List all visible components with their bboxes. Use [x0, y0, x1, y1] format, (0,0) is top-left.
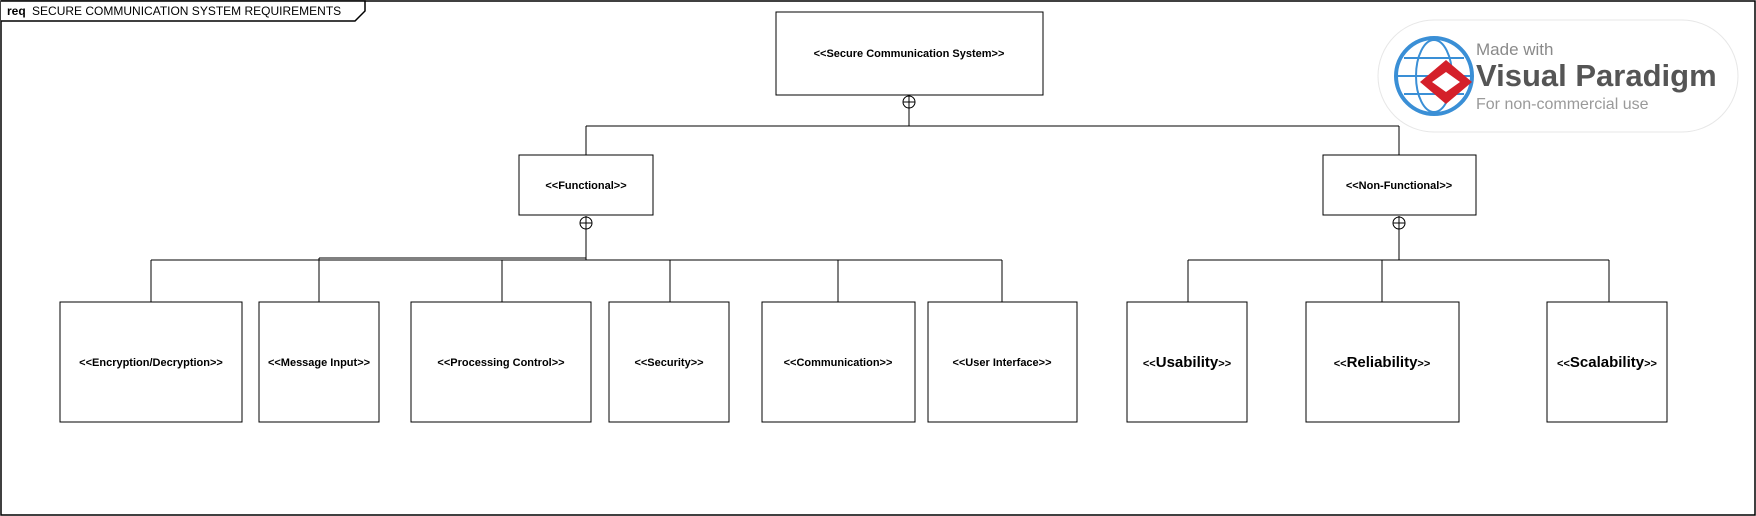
requirement-user-interface-label: <<User Interface>>	[952, 357, 1051, 369]
frame-title: req SECURE COMMUNICATION SYSTEM REQUIREM…	[7, 4, 341, 18]
requirement-usability-label: <<Usability>>	[1143, 354, 1231, 371]
requirement-message-input[interactable]: <<Message Input>>	[258, 301, 380, 423]
requirement-security-label: <<Security>>	[634, 357, 703, 369]
containment-icon	[902, 95, 916, 109]
requirement-message-input-label: <<Message Input>>	[268, 357, 370, 369]
containment-icon	[1392, 216, 1406, 230]
requirement-processing-control[interactable]: <<Processing Control>>	[410, 301, 592, 423]
requirement-communication[interactable]: <<Communication>>	[761, 301, 916, 423]
requirement-encryption-label: <<Encryption/Decryption>>	[79, 357, 223, 369]
requirement-communication-label: <<Communication>>	[784, 357, 893, 369]
requirement-processing-control-label: <<Processing Control>>	[437, 357, 564, 369]
requirement-usability[interactable]: <<Usability>>	[1126, 301, 1248, 423]
containment-icon	[579, 216, 593, 230]
requirement-reliability[interactable]: <<Reliability>>	[1305, 301, 1460, 423]
visual-paradigm-logo-icon	[1394, 36, 1474, 116]
watermark-line1: Made with	[1476, 40, 1553, 59]
requirement-non-functional[interactable]: <<Non-Functional>>	[1322, 154, 1477, 216]
watermark-line2: Visual Paradigm	[1476, 58, 1717, 93]
frame-name-tab	[1, 0, 366, 22]
watermark: Made with Visual Paradigm For non-commer…	[1377, 19, 1739, 133]
requirement-functional[interactable]: <<Functional>>	[518, 154, 654, 216]
requirement-functional-label: <<Functional>>	[545, 180, 626, 192]
requirement-security[interactable]: <<Security>>	[608, 301, 730, 423]
requirement-root-label: <<Secure Communication System>>	[814, 48, 1005, 60]
watermark-line3: For non-commercial use	[1476, 96, 1649, 113]
requirement-root[interactable]: <<Secure Communication System>>	[775, 11, 1044, 96]
requirement-scalability-label: <<Scalability>>	[1557, 354, 1657, 371]
containment-markers	[579, 95, 1406, 230]
requirement-scalability[interactable]: <<Scalability>>	[1546, 301, 1668, 423]
requirement-user-interface[interactable]: <<User Interface>>	[927, 301, 1078, 423]
requirement-encryption[interactable]: <<Encryption/Decryption>>	[59, 301, 243, 423]
requirement-non-functional-label: <<Non-Functional>>	[1346, 180, 1452, 192]
requirement-reliability-label: <<Reliability>>	[1334, 354, 1431, 371]
